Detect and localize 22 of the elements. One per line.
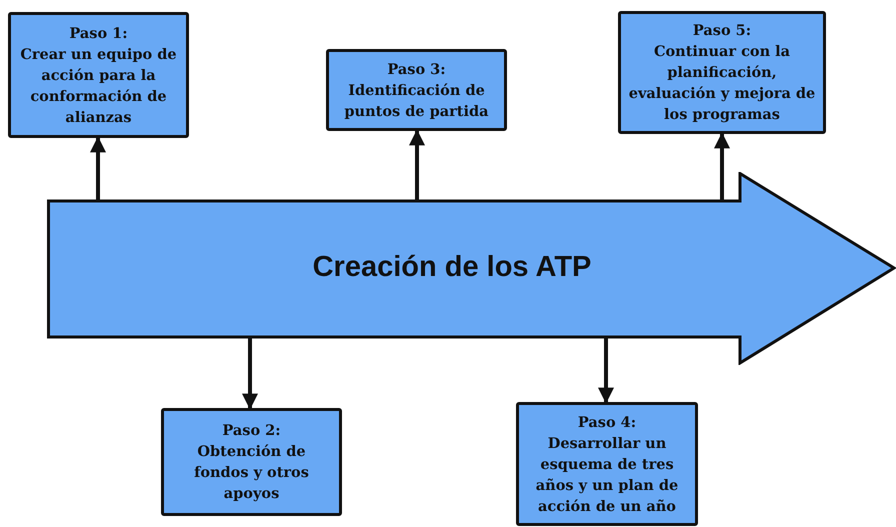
step-box xyxy=(618,11,826,134)
step-box xyxy=(516,402,698,526)
step-box xyxy=(326,49,507,131)
banner-title: Creación de los ATP xyxy=(312,251,592,284)
step-text: Obtención de fondos y otros apoyos xyxy=(193,442,310,504)
step-text: Identificación de puntos de partida xyxy=(343,80,490,122)
step-heading: Paso 4: xyxy=(578,412,636,432)
step-box xyxy=(8,12,189,138)
arrow xyxy=(714,132,730,202)
step-text: Crear un equipo de acción para la conformación de alianzas xyxy=(19,44,178,128)
title-banner xyxy=(47,172,896,365)
arrow xyxy=(242,336,258,410)
step-box xyxy=(161,408,342,516)
step-text: Desarrollar un esquema de tres años y un plan de acción de un año xyxy=(534,434,680,516)
arrow xyxy=(90,136,106,202)
step-heading: Paso 2: xyxy=(222,421,281,441)
arrow xyxy=(409,129,425,202)
step-heading: Paso 3: xyxy=(387,60,446,80)
step-text: Continuar con la planificación, evaluación y mejora de los programas xyxy=(628,42,816,125)
step-heading: Paso 1: xyxy=(69,24,128,44)
step-heading: Paso 5: xyxy=(692,21,752,41)
arrow xyxy=(598,336,614,404)
